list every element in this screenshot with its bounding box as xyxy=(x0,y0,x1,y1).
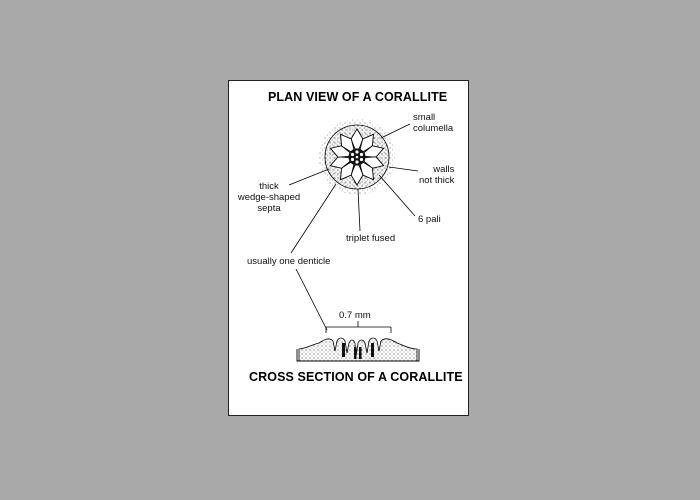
septa-label-line2: wedge-shaped xyxy=(237,192,301,203)
diagram-card: PLAN VIEW OF A CORALLITE xyxy=(228,80,469,416)
scale-bracket xyxy=(325,321,392,333)
walls-label-line1: walls xyxy=(433,164,455,175)
pali-label: 6 pali xyxy=(418,214,441,225)
cross-section-title: CROSS SECTION OF A CORALLITE xyxy=(249,370,463,384)
septa-label-line3: septa xyxy=(257,203,281,214)
septa-label: thick wedge-shaped septa xyxy=(229,181,309,214)
denticle-label: usually one denticle xyxy=(247,256,331,267)
columella-label-line1: small xyxy=(413,112,436,123)
columella-label: small columella xyxy=(413,112,453,134)
corallite-illustration xyxy=(288,119,420,362)
leader-lines xyxy=(288,123,419,331)
triplet-label: triplet fused xyxy=(346,233,396,244)
plan-view-corallite xyxy=(319,119,395,195)
cross-section-corallite xyxy=(296,337,420,362)
walls-label-line2: not thick xyxy=(419,175,455,186)
columella-label-line2: columella xyxy=(413,123,454,134)
septa-label-line1: thick xyxy=(259,181,279,192)
plan-view-title: PLAN VIEW OF A CORALLITE xyxy=(268,90,448,104)
scale-label: 0.7 mm xyxy=(339,310,371,321)
walls-label: walls not thick xyxy=(419,164,454,186)
